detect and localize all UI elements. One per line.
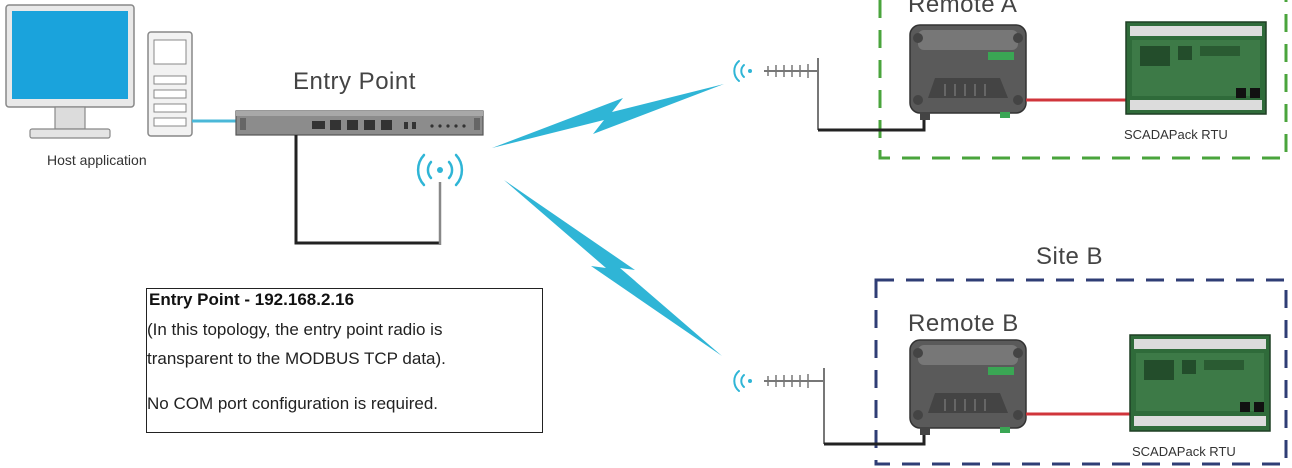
yagi-antenna-icon: [764, 58, 819, 130]
industrial-radio-icon: [909, 24, 1027, 120]
site-b-boundary: [874, 278, 1288, 466]
antenna-cable: [818, 112, 926, 132]
info-box-line-1: (In this topology, the entry point radio…: [147, 320, 443, 339]
wireless-link-b: [504, 180, 722, 356]
entry-point-label: Entry Point: [293, 68, 416, 95]
rack-router-icon: [235, 110, 484, 136]
site-a-boundary: [878, 0, 1288, 160]
yagi-antenna-icon: [764, 368, 825, 444]
rtu-b-label: SCADAPack RTU: [1132, 444, 1236, 459]
host-application-label: Host application: [47, 152, 147, 168]
antenna-cable: [294, 135, 440, 245]
desktop-computer-icon: [5, 4, 193, 139]
remote-a-label: Remote A: [908, 0, 1018, 18]
rtu-a-label: SCADAPack RTU: [1124, 127, 1228, 142]
wireless-signal-icon: [733, 370, 752, 392]
wireless-link-a: [492, 84, 724, 148]
rtu-controller-icon: [1129, 334, 1271, 432]
rtu-controller-icon: [1125, 21, 1267, 115]
wireless-signal-icon: [416, 153, 464, 187]
info-box-line-2: transparent to the MODBUS TCP data).: [147, 349, 446, 368]
wireless-signal-icon: [733, 60, 752, 82]
industrial-radio-icon: [909, 339, 1027, 435]
antenna-cable: [824, 428, 926, 446]
info-box-title: Entry Point - 192.168.2.16: [149, 290, 355, 309]
entry-point-info-box: Entry Point - 192.168.2.16 (In this topo…: [146, 288, 543, 433]
info-box-line-3: No COM port configuration is required.: [147, 394, 439, 413]
remote-b-label: Remote B: [908, 310, 1019, 337]
site-b-label: Site B: [1036, 243, 1104, 270]
